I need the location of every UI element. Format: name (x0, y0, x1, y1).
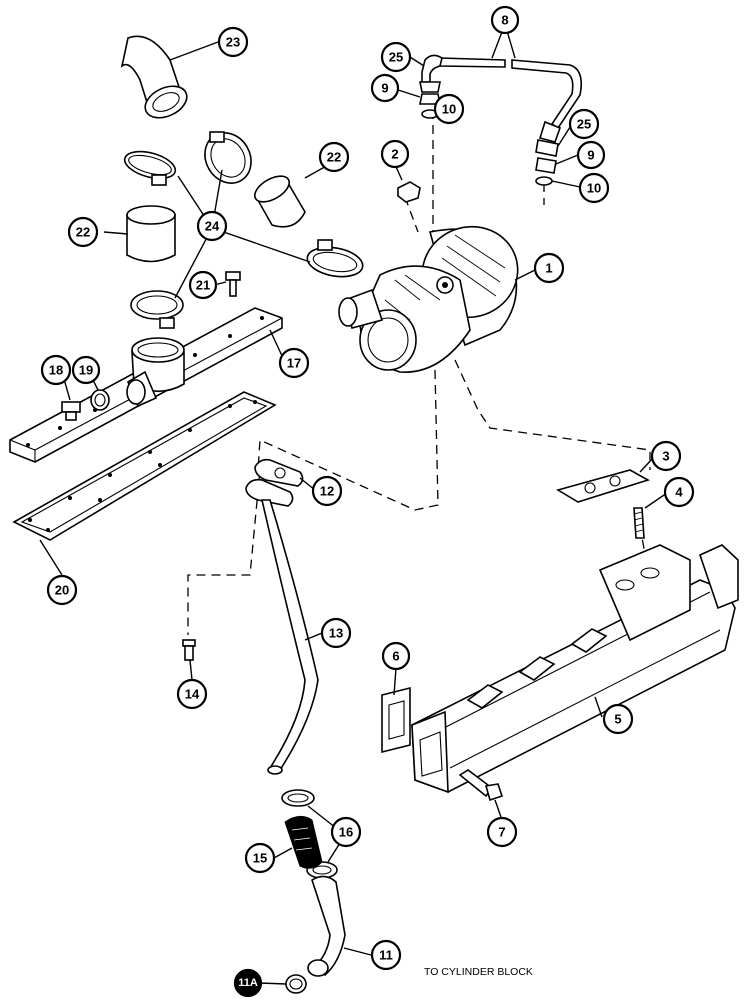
callout-12: 12 (311, 475, 343, 507)
part-13-oil-drain-tube (245, 478, 319, 775)
callout-25-lower: 25 (568, 108, 600, 140)
svg-text:6: 6 (392, 649, 399, 664)
svg-text:22: 22 (327, 150, 341, 165)
callout-15: 15 (244, 842, 276, 874)
caption-to-cylinder-block: TO CYLINDER BLOCK (424, 966, 533, 978)
callout-3: 3 (650, 440, 682, 472)
svg-text:5: 5 (614, 712, 621, 727)
callout-5: 5 (602, 703, 634, 735)
svg-text:24: 24 (205, 219, 220, 234)
callout-13: 13 (320, 617, 352, 649)
callout-22-left: 22 (67, 216, 99, 248)
callout-23: 23 (217, 26, 249, 58)
callout-6: 6 (381, 641, 411, 671)
svg-text:23: 23 (226, 35, 240, 50)
part-22-hose-sleeve-left (126, 205, 176, 263)
callout-16: 16 (330, 816, 362, 848)
svg-text:13: 13 (329, 626, 343, 641)
svg-text:4: 4 (675, 485, 683, 500)
svg-text:7: 7 (498, 825, 505, 840)
clamp-upper-right (204, 131, 252, 184)
callout-4: 4 (663, 476, 695, 508)
leader-lines (39, 23, 668, 985)
clamp-upper-left (123, 150, 177, 186)
svg-text:25: 25 (389, 50, 403, 65)
callout-10-lower: 10 (578, 172, 610, 204)
callout-21: 21 (188, 270, 218, 300)
callout-17: 17 (278, 347, 310, 379)
svg-text:19: 19 (79, 363, 93, 378)
part-4-stud (633, 507, 645, 539)
svg-text:17: 17 (287, 356, 301, 371)
svg-text:10: 10 (587, 181, 601, 196)
part-7-bolt (458, 769, 504, 802)
callout-9-lower: 9 (576, 140, 606, 170)
callout-18: 18 (40, 354, 72, 386)
svg-text:9: 9 (587, 148, 594, 163)
part-24-hose-clamps (123, 131, 364, 329)
svg-text:11: 11 (379, 948, 393, 963)
svg-text:25: 25 (577, 117, 591, 132)
callout-11a: 11A (233, 968, 263, 998)
callout-2: 2 (380, 139, 410, 169)
callout-10-upper: 10 (433, 93, 465, 125)
svg-text:15: 15 (253, 851, 267, 866)
svg-text:1: 1 (545, 261, 552, 276)
svg-text:2: 2 (391, 147, 398, 162)
part-2-nut (397, 181, 421, 203)
part-19-washer (90, 389, 110, 411)
clamp-lower (130, 290, 184, 329)
callout-24: 24 (196, 210, 228, 242)
part-1-turbocharger (338, 225, 519, 373)
manifold-ports (466, 544, 739, 709)
part-23-elbow-hose (120, 35, 188, 119)
svg-text:22: 22 (76, 225, 90, 240)
svg-text:3: 3 (662, 449, 669, 464)
callout-1: 1 (533, 252, 565, 284)
callout-22-right: 22 (318, 141, 350, 173)
callout-7: 7 (486, 816, 518, 848)
part-11-elbow-tube (307, 875, 346, 977)
svg-text:16: 16 (339, 825, 353, 840)
callout-25-upper: 25 (380, 41, 412, 73)
part-5-exhaust-manifold (411, 544, 739, 794)
part-9-fitting-lower (535, 157, 557, 174)
part-21-bolt (225, 271, 241, 297)
callout-labels: 1 2 3 4 5 6 7 8 9 9 10 10 11 11A 12 13 1… (40, 5, 695, 998)
svg-text:9: 9 (381, 81, 388, 96)
part-18-plug (61, 401, 81, 421)
callout-8: 8 (490, 5, 520, 35)
svg-text:11A: 11A (238, 977, 258, 989)
callout-11: 11 (370, 939, 402, 971)
part-10-oring-lower (535, 176, 553, 186)
part-22-hose-sleeve-right (253, 175, 306, 228)
callout-9-upper: 9 (370, 73, 400, 103)
svg-text:18: 18 (49, 363, 63, 378)
callout-14: 14 (176, 678, 208, 710)
clamp-middle (306, 239, 364, 278)
svg-text:8: 8 (501, 13, 508, 28)
svg-text:10: 10 (442, 102, 456, 117)
part-15-drain-hose (284, 816, 323, 869)
svg-text:12: 12 (320, 484, 334, 499)
svg-text:21: 21 (196, 278, 210, 293)
svg-text:20: 20 (55, 583, 69, 598)
part-25-fitting-upper (419, 81, 441, 93)
part-6-manifold-gasket (381, 686, 411, 754)
part-11a-seal-ring (285, 974, 307, 994)
part-17-intake-cover (9, 307, 283, 463)
part-3-turbo-gasket (555, 469, 651, 503)
part-25-fitting-lower (535, 139, 559, 157)
part-20-gasket (12, 391, 277, 541)
part-8-oil-supply-line (421, 54, 583, 143)
part-14-bolt (182, 639, 196, 661)
callout-20: 20 (46, 574, 78, 606)
callout-19: 19 (71, 355, 101, 385)
svg-text:14: 14 (185, 687, 200, 702)
